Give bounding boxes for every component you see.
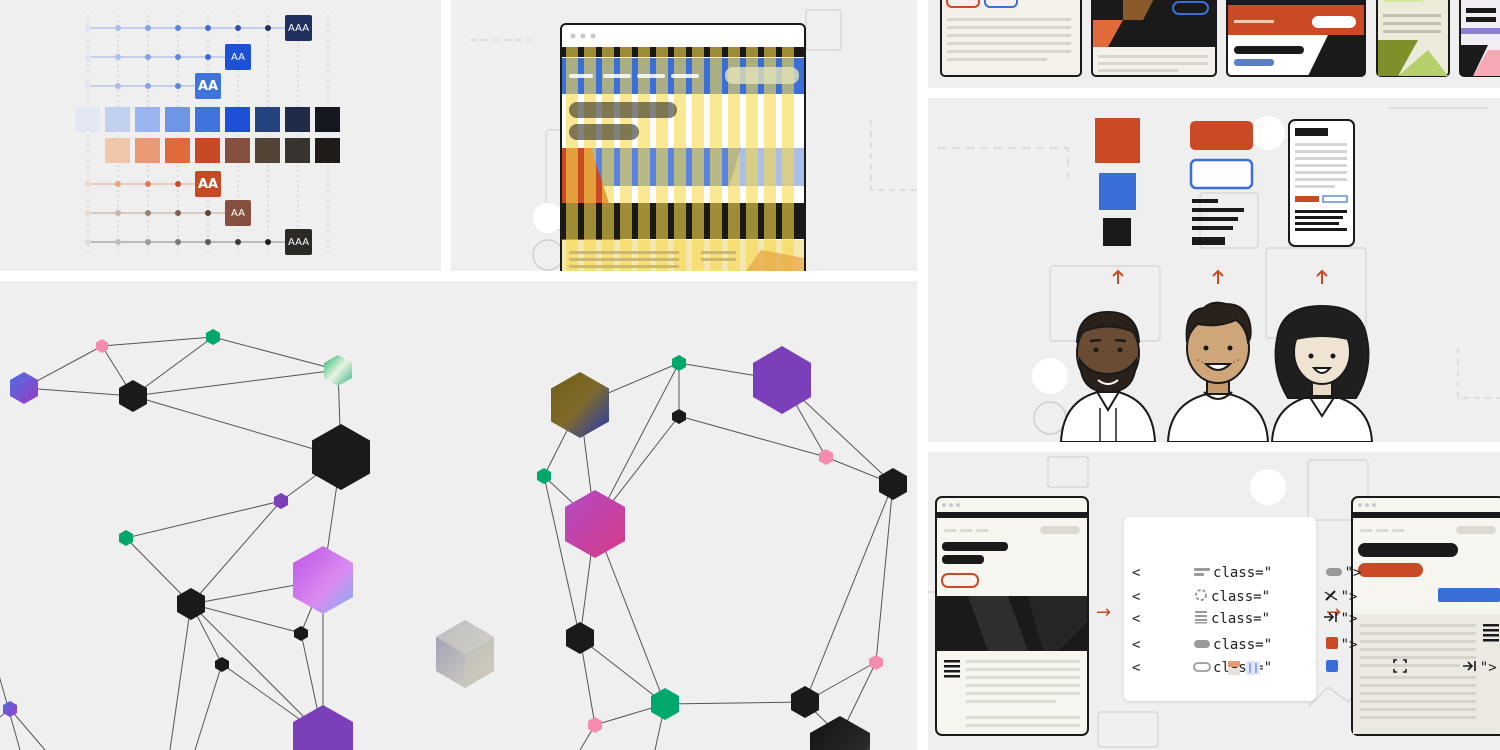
node-black-right-3 — [791, 686, 819, 718]
node-black-tiny-2 — [215, 657, 229, 672]
node-pink-right-3 — [588, 717, 602, 733]
upward-arrows — [1112, 269, 1328, 284]
text-lines — [1192, 199, 1244, 245]
text-lines-icon — [1142, 549, 1211, 597]
node-gold-blue-gradient — [551, 372, 609, 438]
code-line-2: < class=" "> — [1132, 572, 1357, 622]
node-green-gradient — [324, 355, 352, 386]
blue-swatch-row — [75, 107, 340, 132]
outline-button — [1189, 158, 1254, 190]
node-black-right-medium — [879, 468, 907, 500]
graph-nodes-left — [3, 329, 370, 750]
node-pink-gradient-large — [293, 546, 353, 614]
node-purple-large — [293, 705, 353, 750]
tab-indent-icon — [1272, 594, 1339, 644]
wireframe-illustration — [928, 456, 1500, 748]
contrast-grid-svg — [75, 15, 340, 255]
mobile-mockup — [1288, 119, 1355, 247]
personas-illustration — [938, 107, 1500, 442]
person-with-bangs — [1270, 304, 1374, 442]
node-green — [206, 329, 220, 345]
class-mapping-card: < class=" "> < class=" "> < class=" "> < — [1124, 517, 1497, 701]
code-line-4: < class=" "> — [1132, 620, 1357, 670]
warm-row-dots — [85, 181, 271, 245]
person-smiling — [1166, 301, 1270, 442]
after-wireframe — [1351, 496, 1500, 736]
graph-nodes-right — [537, 346, 907, 750]
node-grey-cube — [436, 620, 494, 688]
node-black-right-tiny — [672, 409, 686, 424]
before-wireframe — [935, 496, 1089, 736]
node-pink — [96, 339, 108, 353]
red-button — [1190, 121, 1253, 150]
contrast-badge-aa-warm: AA — [225, 200, 251, 226]
black-square — [1103, 218, 1131, 246]
node-green-small — [119, 530, 133, 546]
node-black-medium — [177, 588, 205, 620]
layout-grid-panel — [451, 0, 917, 271]
node-purple-right-large — [753, 346, 811, 414]
blue-swatch-icon — [1274, 643, 1339, 693]
node-gradient-small — [10, 372, 38, 404]
list-icon — [1142, 594, 1209, 644]
node-blue-small-edge — [3, 701, 17, 717]
node-graph — [0, 329, 907, 750]
page-thumbnails-panel — [928, 0, 1500, 88]
pill-icon — [1274, 549, 1343, 597]
node-green-right-medium — [651, 688, 679, 720]
red-square — [1095, 118, 1140, 163]
contrast-badge-aaa-dark: AAA — [285, 229, 312, 255]
contrast-badge-aa: AA — [225, 44, 251, 70]
node-pink-right-2 — [869, 655, 883, 670]
personas-panel — [928, 98, 1500, 442]
red-swatch-icon — [1274, 620, 1339, 670]
node-black-gradient-large — [810, 716, 870, 750]
filled-pill-icon — [1142, 621, 1211, 669]
code-line-5: < class=" "> — [1132, 643, 1497, 693]
node-black-large — [312, 424, 370, 490]
arrow-right-icon: → — [1096, 602, 1112, 623]
contrast-badge-aaa: AAA — [285, 15, 312, 41]
color-contrast-panel: AAA AA AA AA AA AAA — [0, 0, 441, 271]
code-line-1: < class=" "> — [1132, 549, 1361, 597]
focus-frame-icon — [1343, 643, 1408, 693]
outline-pill-icon — [1142, 644, 1211, 692]
tab-indent-icon-2 — [1411, 643, 1478, 693]
node-black-tiny — [294, 626, 308, 641]
node-green-right-small — [537, 468, 551, 484]
edit-off-icon — [1272, 572, 1339, 622]
contrast-badge-aa-large: AA — [195, 73, 221, 99]
node-green-right — [672, 355, 686, 371]
node-black — [119, 380, 147, 412]
person-bearded — [1059, 310, 1157, 442]
node-magenta-gradient-large — [565, 490, 625, 558]
blue-square — [1099, 173, 1136, 210]
blue-row-dots — [85, 25, 271, 89]
code-line-3: < class=" "> — [1132, 594, 1357, 644]
contrast-badge-aa-large-warm: AA — [195, 171, 221, 197]
warm-swatch-row — [105, 138, 340, 163]
node-black-right-2 — [566, 622, 594, 654]
node-pink-right — [819, 449, 833, 465]
page-thumbnails-illustration — [940, 0, 1500, 77]
loading-spinner-icon — [1142, 572, 1209, 622]
node-purple-small — [274, 493, 288, 509]
variant-swatches — [1228, 661, 1260, 675]
layout-grid-illustration — [471, 9, 917, 271]
network-graph-panel — [0, 281, 917, 750]
